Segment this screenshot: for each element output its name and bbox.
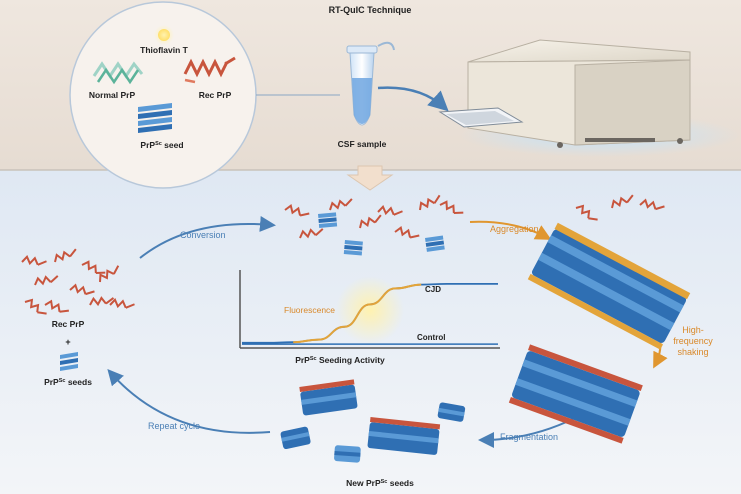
rec-prp-label: Rec PrP bbox=[199, 90, 232, 100]
shaking-label-2: frequency bbox=[673, 336, 713, 346]
conversion-cluster bbox=[284, 194, 665, 256]
csf-sample-label: CSF sample bbox=[338, 139, 387, 149]
rec-prp-monomer bbox=[299, 228, 324, 239]
thioflavin-label: Thioflavin T bbox=[140, 45, 189, 55]
rec-prp-monomer bbox=[34, 275, 59, 286]
rec-prp-icon bbox=[183, 56, 236, 84]
shaking-label-3: shaking bbox=[677, 347, 708, 357]
rec-prp-monomer bbox=[69, 283, 95, 296]
fragmentation-label: Fragmentation bbox=[500, 432, 558, 442]
control-legend-label: Control bbox=[417, 333, 445, 342]
repeat-cycle-arrow bbox=[107, 369, 271, 434]
rec-prp-monomer bbox=[99, 265, 120, 283]
rec-prp-monomer bbox=[575, 204, 598, 221]
transition-arrow bbox=[346, 165, 394, 191]
rec-prp-monomer bbox=[284, 204, 310, 217]
fluorescence-label: Fluorescence bbox=[284, 305, 335, 315]
cjd-series-rise bbox=[293, 283, 422, 344]
plus-sign: + bbox=[65, 337, 70, 347]
csf-sample-tube bbox=[346, 41, 395, 126]
thioflavin-glow bbox=[154, 25, 174, 45]
rec-prp-monomer bbox=[419, 194, 441, 211]
tube-to-plate-arrow bbox=[377, 86, 449, 112]
technique-title: RT-QuIC Technique bbox=[329, 5, 412, 15]
normal-prp-label: Normal PrP bbox=[89, 90, 136, 100]
rec-prp-monomer bbox=[54, 248, 77, 263]
prp-sc-seed bbox=[343, 240, 363, 256]
rec-prp-monomer bbox=[329, 198, 353, 211]
rec-prp-monomer bbox=[81, 260, 106, 274]
new-seeds-cluster bbox=[280, 379, 466, 463]
rec-prp-monomer bbox=[21, 255, 47, 266]
prp-sc-seeds-label: PrPSc seeds bbox=[44, 377, 92, 387]
prp-sc-seed bbox=[318, 212, 338, 228]
conversion-arrow bbox=[139, 216, 276, 259]
seed-label: PrPSc seed bbox=[140, 140, 183, 150]
rec-prp-monomer bbox=[24, 298, 47, 315]
prp-sc-seed-icon bbox=[138, 103, 172, 133]
repeat-cycle-label: Repeat cycle bbox=[148, 421, 200, 431]
rec-prp-monomer bbox=[639, 198, 665, 211]
rec-prp-monomer bbox=[89, 296, 115, 307]
rec-prp-monomer bbox=[611, 194, 634, 209]
aggregation-label: Aggregation bbox=[490, 224, 539, 234]
fluorescence-glow bbox=[336, 276, 404, 344]
rec-prp-monomer bbox=[439, 200, 464, 214]
shaking-label-1: High- bbox=[682, 325, 704, 335]
rec-prp-cluster-left bbox=[21, 248, 135, 315]
aggregation-arrow bbox=[469, 220, 552, 240]
fibril-aggregate bbox=[527, 222, 691, 350]
fragmented-fibrils bbox=[508, 344, 643, 444]
rec-prp-monomer bbox=[109, 298, 135, 309]
rec-prp-cycle-label: Rec PrP bbox=[52, 319, 85, 329]
chart-caption: PrPSc Seeding Activity bbox=[295, 355, 385, 365]
microplate bbox=[438, 107, 524, 128]
cjd-legend-label: CJD bbox=[425, 285, 441, 294]
seeding-activity-chart: Fluorescence CJD Control PrPSc Seeding A… bbox=[239, 270, 500, 365]
rec-prp-monomer bbox=[359, 214, 382, 229]
new-seeds-label: New PrPSc seeds bbox=[346, 478, 414, 488]
conversion-label: Conversion bbox=[180, 230, 226, 240]
prp-sc-seed bbox=[425, 235, 445, 252]
rec-prp-monomer bbox=[377, 205, 403, 216]
prp-sc-seeds-icon-left bbox=[60, 352, 78, 371]
rec-prp-monomer bbox=[394, 226, 420, 239]
normal-prp-icon bbox=[92, 61, 144, 85]
rec-prp-monomer bbox=[44, 299, 69, 313]
